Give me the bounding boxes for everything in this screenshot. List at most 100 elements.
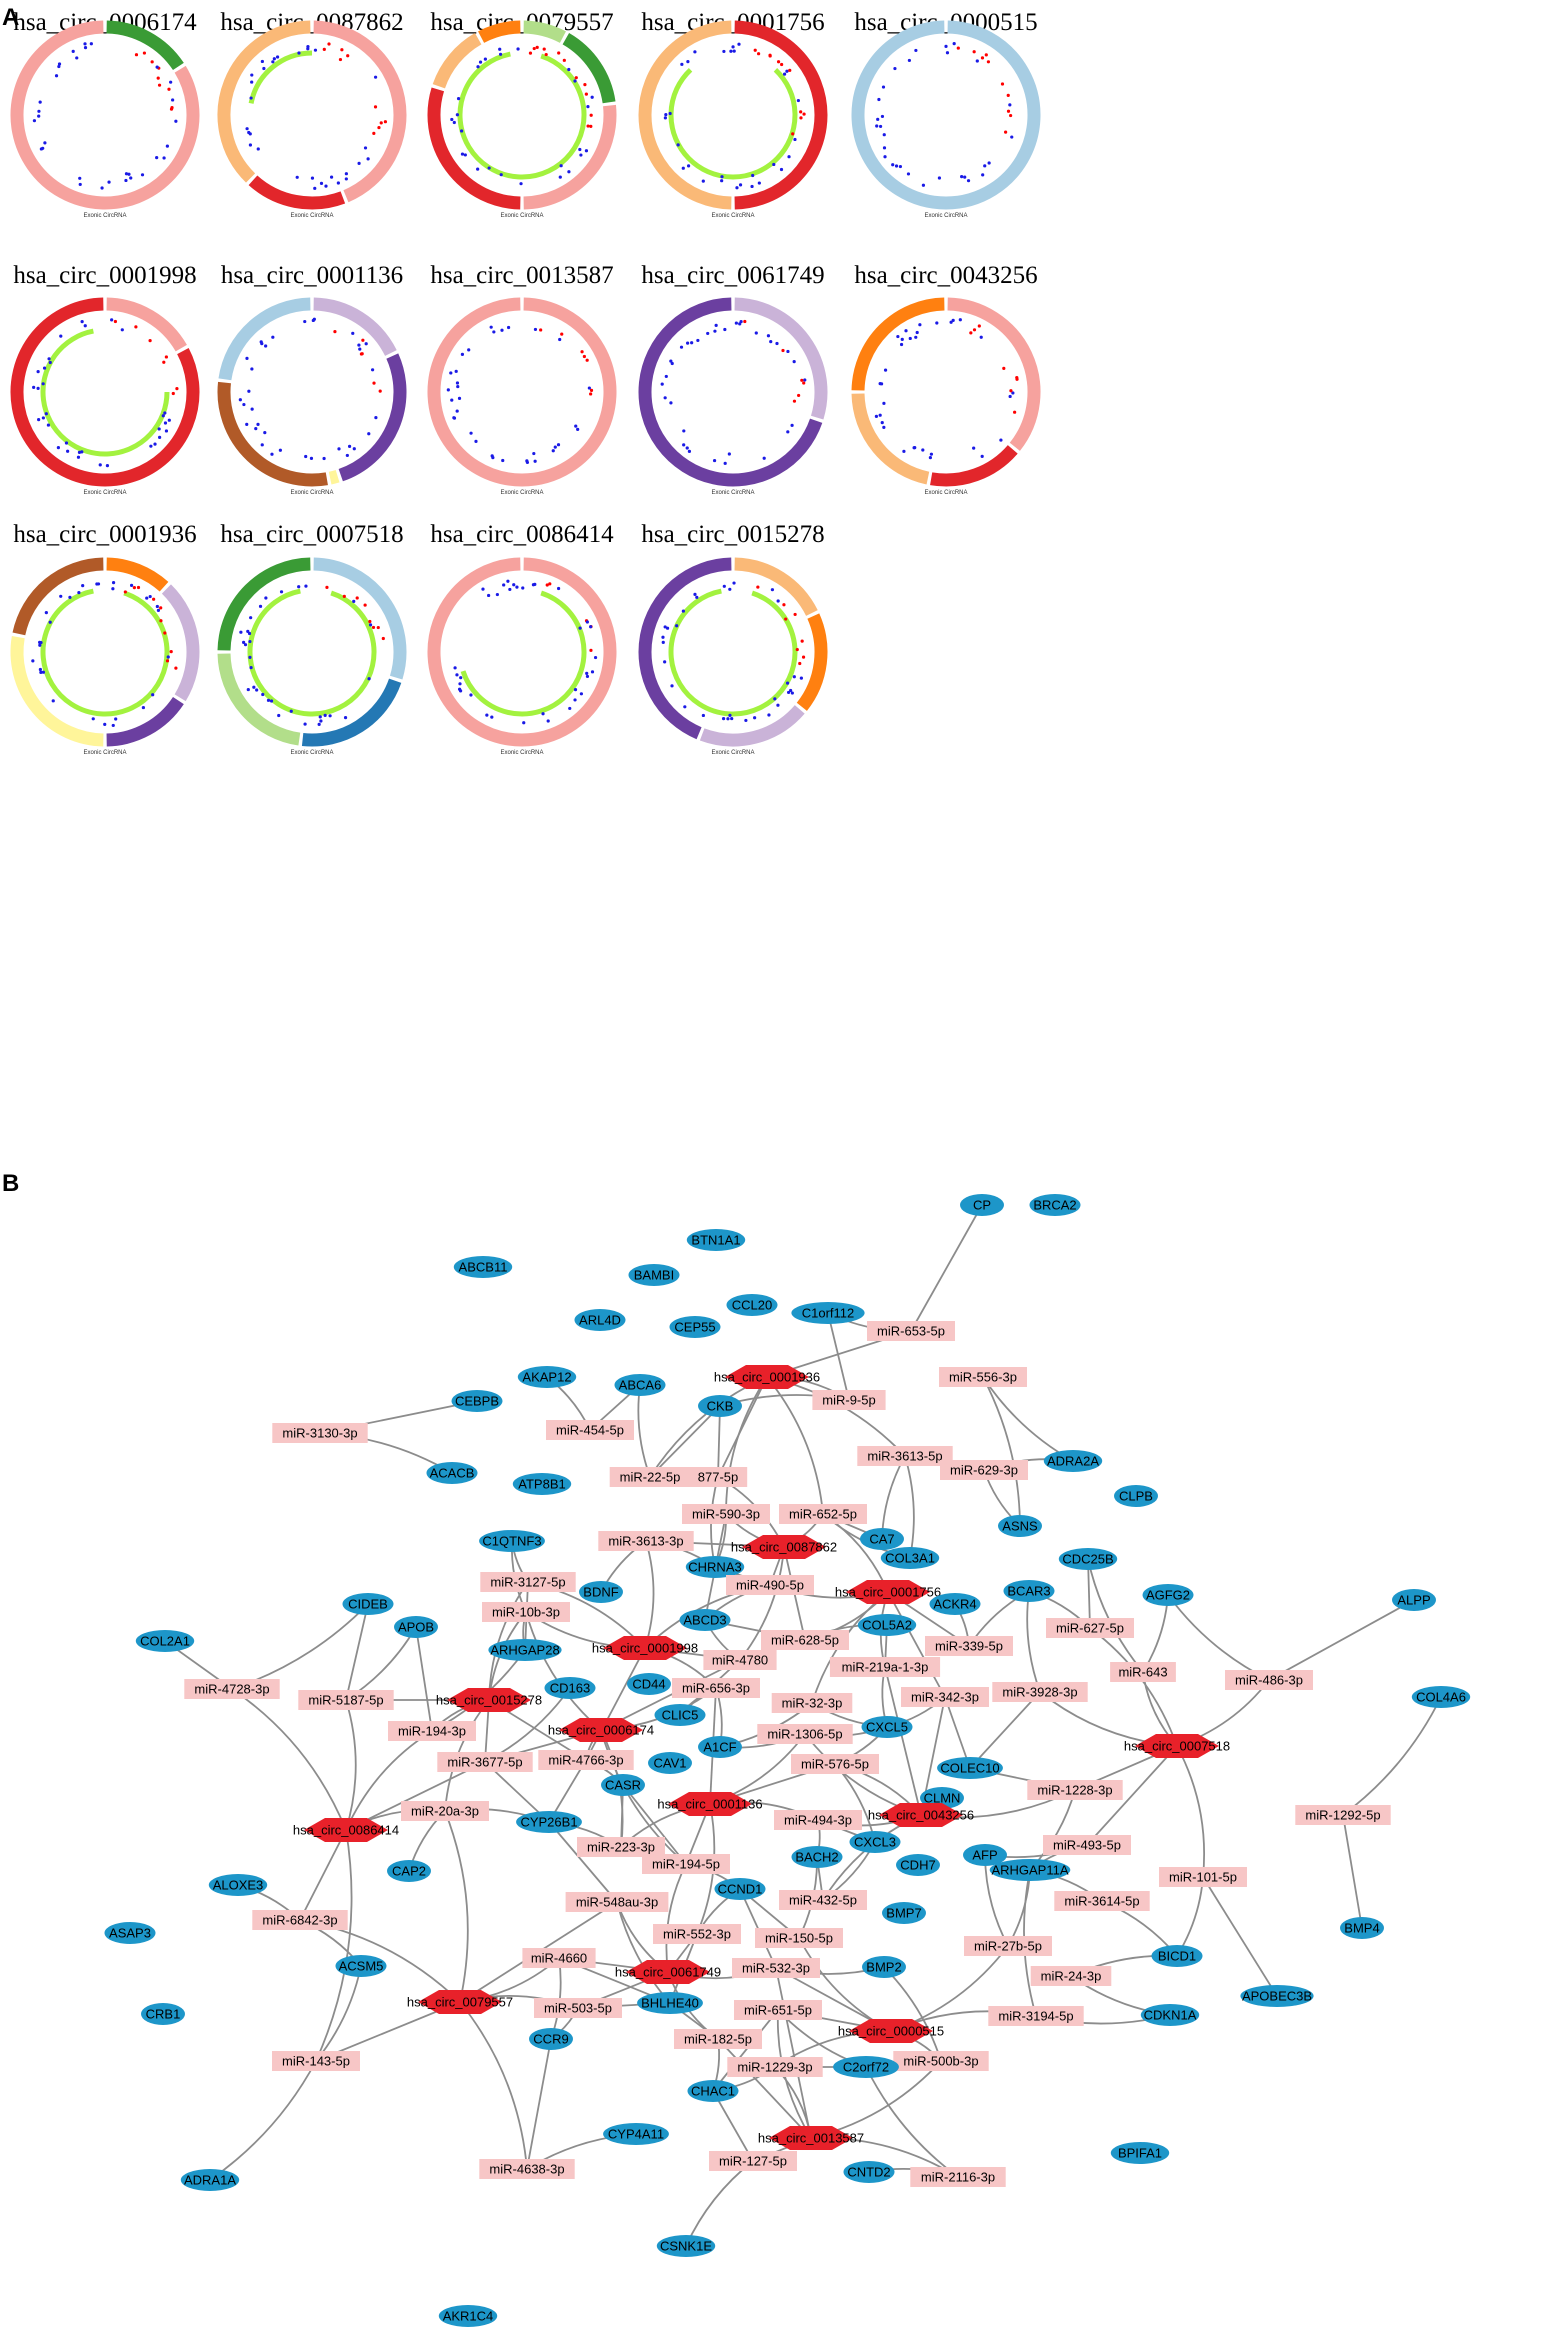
site-dot: [129, 176, 133, 180]
site-dot: [32, 119, 37, 123]
network-edge: [822, 1841, 876, 1901]
site-dot: [156, 76, 160, 80]
site-dot: [670, 684, 674, 688]
network-edge: [984, 1854, 1009, 1947]
network-edge: [525, 1611, 646, 1649]
site-dot: [175, 387, 179, 391]
network-edge: [719, 1733, 806, 1749]
site-dot: [159, 606, 163, 610]
gene-ellipse: [574, 1309, 626, 1331]
circrna-hexagon: [668, 1792, 752, 1816]
circos-title: hsa_circ_0013587: [430, 262, 613, 289]
site-dot: [78, 182, 82, 187]
site-dot: [57, 62, 62, 66]
circrna-hexagon: [304, 1818, 388, 1842]
node-label: miR-22-5p: [620, 1470, 681, 1485]
site-dot: [32, 385, 36, 389]
site-dot: [559, 164, 563, 168]
network-edge: [299, 1829, 347, 1921]
site-dot: [876, 117, 880, 121]
mirna-node: miR-1229-3p: [727, 2057, 823, 2077]
site-dot: [975, 59, 979, 63]
site-dot: [790, 691, 794, 695]
node-label: CD44: [632, 1677, 665, 1692]
node-label: ABCA6: [619, 1378, 662, 1393]
site-dot: [969, 331, 973, 335]
site-dot: [169, 650, 173, 654]
site-dot: [800, 639, 804, 643]
node-label: hsa_circ_0001136: [657, 1797, 762, 1812]
site-dot: [372, 381, 376, 385]
network-edge: [1089, 1627, 1178, 1747]
site-dot: [786, 430, 790, 434]
mirna-node: miR-3677-5p: [437, 1752, 533, 1772]
mirna-rect: [939, 1367, 1027, 1387]
network-edge: [834, 1763, 922, 1816]
network-edge: [1342, 1696, 1442, 1816]
gene-ellipse: [654, 1704, 706, 1726]
site-dot: [363, 603, 367, 607]
node-label: CDKN1A: [1144, 2008, 1197, 2023]
site-dot: [558, 175, 562, 179]
network-edge: [484, 1729, 602, 1763]
site-dot: [262, 66, 266, 71]
gene-ellipse: [438, 2305, 498, 2327]
site-dot: [528, 51, 533, 55]
site-dot: [894, 164, 899, 168]
node-label: COL4A6: [1416, 1690, 1466, 1705]
site-dot: [36, 370, 40, 374]
site-dot: [726, 717, 730, 721]
node-label: miR-643: [1118, 1665, 1167, 1680]
mirna-node: miR-5187-5p: [298, 1690, 394, 1710]
node-label: ASAP3: [109, 1926, 151, 1941]
chromosome-arc: [248, 175, 346, 210]
site-dot: [487, 166, 491, 170]
site-dot: [478, 60, 483, 64]
node-label: miR-494-3p: [784, 1813, 852, 1828]
site-dot: [1015, 375, 1019, 380]
chromosome-arc: [161, 584, 200, 702]
mirna-node: miR-1306-5p: [757, 1724, 853, 1744]
mirna-node: miR-4728-3p: [184, 1679, 280, 1699]
network-edge: [717, 1476, 785, 1548]
node-label: ACSM5: [339, 1959, 384, 1974]
gene-node: CKB: [698, 1395, 742, 1417]
network-edge: [811, 1591, 889, 1704]
site-dot: [255, 688, 259, 692]
gene-ellipse: [628, 1264, 680, 1286]
node-label: hsa_circ_0043256: [868, 1808, 974, 1823]
network-edge: [649, 1405, 721, 1478]
site-dot: [773, 697, 777, 701]
site-dot: [158, 435, 162, 439]
mirna-node: miR-4660: [522, 1948, 596, 1968]
node-label: miR-548au-3p: [576, 1895, 658, 1910]
chromosome-arc: [947, 297, 1041, 451]
network-edge: [704, 1584, 771, 1621]
site-dot: [664, 374, 668, 379]
site-dot: [271, 60, 275, 64]
mirna-rect: [857, 1446, 953, 1466]
node-label: miR-143-5p: [282, 2054, 350, 2069]
site-dot: [159, 619, 163, 623]
gene-node: CDH7: [896, 1854, 940, 1876]
site-dot: [519, 182, 523, 186]
mirna-node: miR-342-3p: [901, 1687, 989, 1707]
network-edge: [804, 1623, 888, 1641]
site-dot: [875, 124, 879, 128]
site-dot: [56, 446, 60, 450]
network-edge: [739, 1888, 777, 1969]
network-edge: [459, 1901, 618, 2003]
site-dot: [370, 368, 375, 372]
site-dot: [110, 318, 114, 322]
site-dot: [687, 449, 692, 453]
node-label: BMP4: [1344, 1921, 1379, 1936]
network-edge: [890, 1945, 1009, 2032]
network-edge: [714, 1513, 727, 1568]
network-edge: [345, 1730, 433, 1831]
network-edge: [669, 1933, 698, 2004]
node-label: CCR9: [533, 2032, 568, 2047]
network-edge: [484, 1699, 490, 1763]
site-dot: [545, 583, 549, 587]
